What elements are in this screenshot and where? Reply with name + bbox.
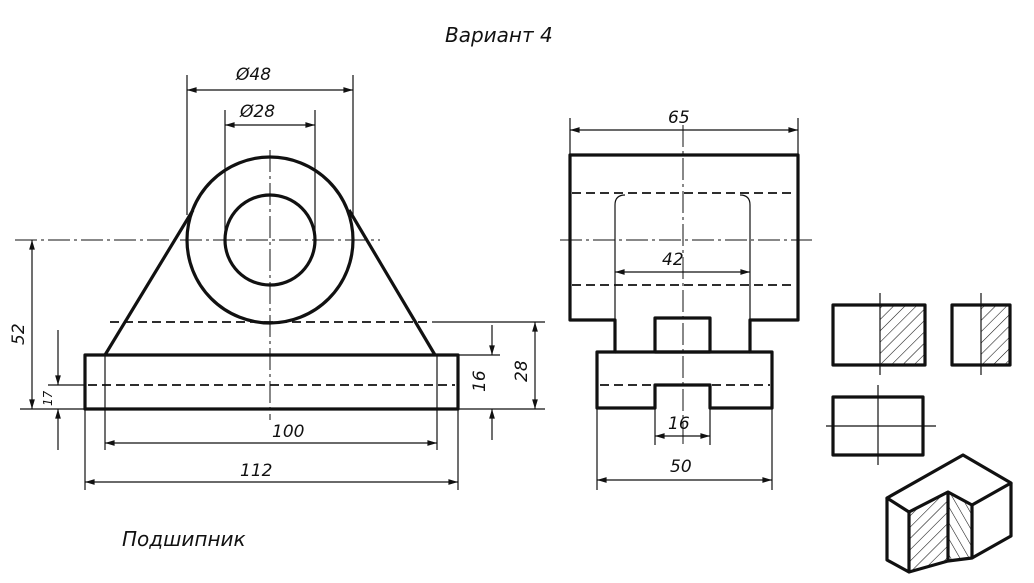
section-views: [826, 293, 1012, 465]
dim-inner-width: 100: [272, 422, 304, 442]
dim-slot-width: 16: [668, 414, 690, 434]
dim-inner-gap: 42: [662, 250, 684, 270]
dim-base-width: 50: [670, 457, 692, 477]
outer-circle: [185, 155, 355, 325]
variant-title: Вариант 4: [445, 23, 553, 47]
inner-circle: [223, 193, 317, 287]
dim-hidden-height: 28: [512, 360, 532, 382]
front-view: Ø48 Ø28 52 17 16 28 100 112: [9, 65, 545, 490]
isometric-view: [885, 453, 1013, 574]
dim-overall-width: 112: [240, 461, 272, 481]
part-name-caption: Подшипник: [122, 527, 246, 551]
dim-top-width: 65: [668, 108, 690, 128]
dim-inner-diameter: Ø28: [239, 102, 275, 122]
dim-base-offset: 17: [41, 390, 55, 406]
dim-outer-diameter: Ø48: [235, 65, 271, 85]
side-view: 65 42 16 50: [560, 108, 812, 490]
dim-base-height: 16: [470, 370, 490, 392]
base-plate: [83, 353, 460, 411]
dim-center-height: 52: [9, 323, 29, 345]
